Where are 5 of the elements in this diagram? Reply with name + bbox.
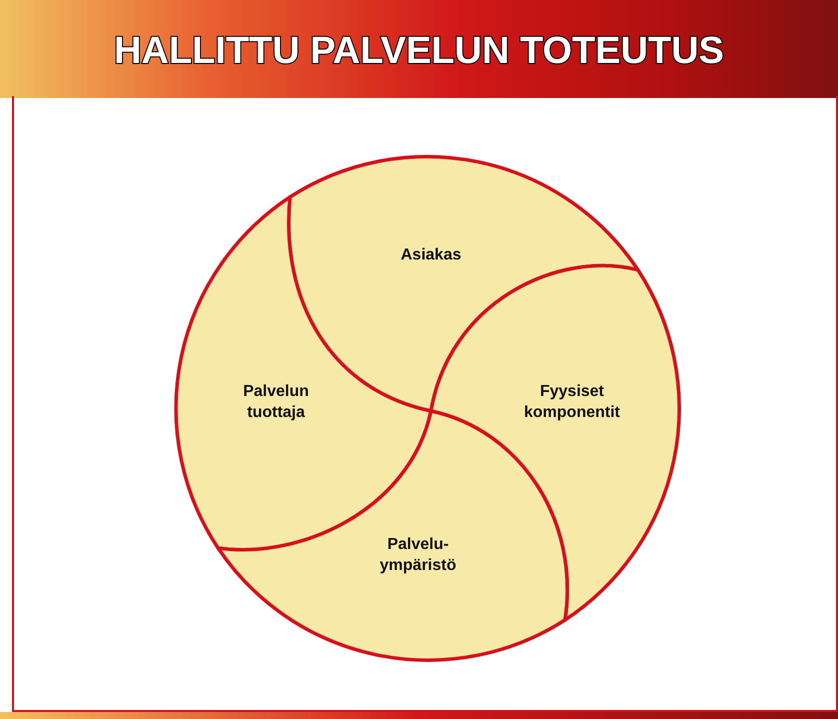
segment-label: Palvelun tuottaja [242,382,310,423]
segment-label: Fyysiset komponentit [523,382,621,423]
title: HALLITTU PALVELUN TOTEUTUS [112,30,726,73]
segment-label: Palvelu- ympäristö [378,535,458,576]
segment-label: Asiakas [400,246,462,266]
